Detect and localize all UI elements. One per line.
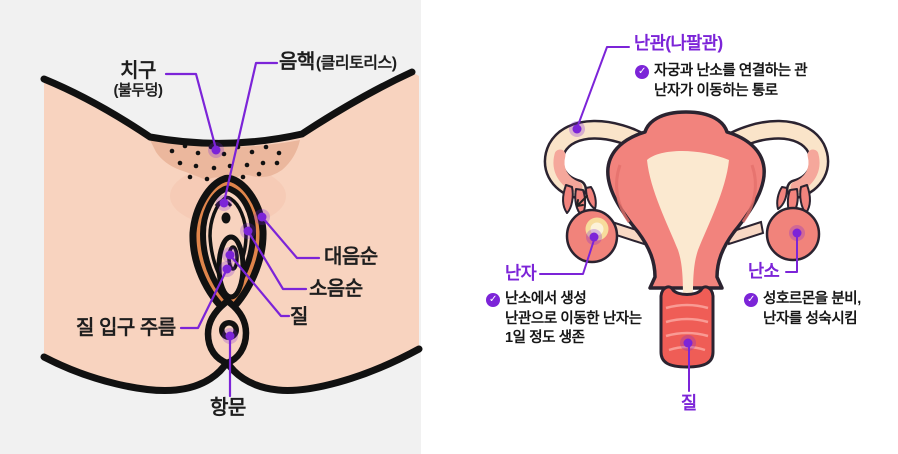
egg-desc-line2: 난관으로 이동한 난자는: [505, 310, 642, 327]
right-leader-lines: [539, 46, 798, 392]
uterus-illustration: [543, 110, 830, 369]
uterus-shading-left: [615, 164, 631, 223]
uterus-shading-right: [741, 164, 757, 223]
label-vagina-right: 질: [681, 393, 697, 413]
label-labia-minora: 소음순: [309, 278, 363, 300]
check-icon: ✓: [486, 292, 500, 307]
fallopian-description: ✓ 자궁과 난소를 연결하는 관 난자가 이동하는 통로: [635, 62, 808, 101]
label-clitoris-main: 음핵: [279, 51, 315, 73]
label-clitoris-paren: (클리토리스): [315, 55, 397, 72]
ovary-leader: [785, 233, 798, 273]
labia-majora-leader: [260, 215, 321, 260]
ovulation-arrow: [576, 195, 588, 207]
fallopian-tube-right: [715, 119, 830, 199]
ovary-description-text: 성호르몬을 분비, 난자를 성숙시킴: [763, 290, 861, 329]
vagina-shape: [659, 285, 715, 369]
labia-minora-leader: [246, 229, 308, 291]
egg-leader: [539, 239, 595, 275]
fallopian-desc-line2: 난자가 이동하는 통로: [654, 82, 778, 99]
label-vaginal-opening-fold: 질 입구 주름: [76, 317, 176, 339]
fallopian-leader: [576, 46, 630, 129]
fallopian-tube-left: [543, 119, 658, 199]
clitoris-leader: [222, 61, 279, 204]
label-mons-sub: (불두덩): [113, 82, 163, 99]
ovary-desc-line1: 성호르몬을 분비,: [763, 291, 861, 307]
label-egg: 난자: [505, 263, 537, 283]
label-fallopian-tube: 난관(나팔관): [634, 33, 723, 53]
mons-patch: [150, 140, 300, 182]
right-marker-dots: [569, 121, 805, 351]
label-mons: 치구 (불두덩): [92, 60, 184, 99]
label-mons-main: 치구: [120, 60, 156, 82]
ovary-desc-line2: 난자를 성숙시킴: [763, 310, 858, 327]
vulva-illustration: [40, 68, 423, 394]
vagina-leader: [228, 253, 291, 318]
label-labia-majora: 대음순: [324, 246, 378, 268]
left-marker-dots: [208, 142, 270, 344]
egg-description-text: 난소에서 생성 난관으로 이동한 난자는 1일 정도 생존: [505, 290, 642, 349]
label-clitoris: 음핵 (클리토리스): [279, 49, 397, 73]
left-leader-lines: [164, 61, 321, 398]
uterine-cavity: [647, 151, 729, 296]
mons-leader: [164, 72, 218, 151]
check-icon: ✓: [635, 64, 649, 79]
fallopian-desc-line1: 자궁과 난소를 연결하는 관: [654, 63, 808, 79]
groin-outline: [40, 68, 416, 147]
check-icon: ✓: [744, 292, 758, 307]
egg-desc-line1: 난소에서 생성: [505, 291, 587, 307]
egg-desc-line3: 1일 정도 생존: [505, 330, 585, 346]
ovary-description: ✓ 성호르몬을 분비, 난자를 성숙시킴: [744, 290, 861, 329]
egg-description: ✓ 난소에서 생성 난관으로 이동한 난자는 1일 정도 생존: [486, 290, 642, 349]
label-ovary: 난소: [748, 261, 780, 281]
clitoris-shape: [221, 212, 231, 224]
fold-leader: [179, 267, 229, 330]
label-vagina-left: 질: [290, 306, 308, 328]
label-anus: 항문: [210, 397, 246, 419]
fallopian-description-text: 자궁과 난소를 연결하는 관 난자가 이동하는 통로: [654, 62, 808, 101]
